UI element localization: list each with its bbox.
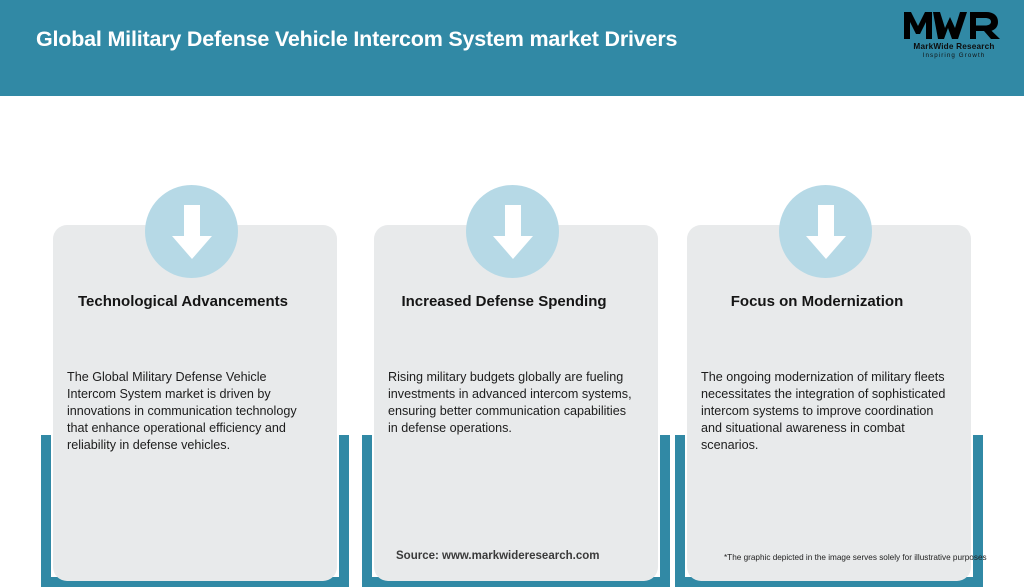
card-panel [374, 225, 658, 581]
page-header: Global Military Defense Vehicle Intercom… [0, 0, 1024, 96]
page-footer: Source: www.markwideresearch.com *The gr… [0, 541, 1024, 576]
card-body-text: The ongoing modernization of military fl… [701, 370, 946, 452]
mwr-logo-mark [902, 9, 1006, 41]
source-label: Source: www.markwideresearch.com [396, 550, 600, 562]
card-panel [53, 225, 337, 581]
page-title: Global Military Defense Vehicle Intercom… [36, 27, 678, 51]
drivers-card-row: Technological Advancements The Global Mi… [0, 96, 1024, 587]
disclaimer-note: *The graphic depicted in the image serve… [724, 553, 987, 562]
down-arrow-icon [466, 185, 559, 278]
driver-card[interactable]: Technological Advancements The Global Mi… [41, 141, 349, 587]
card-panel [687, 225, 971, 581]
logo-tagline: Inspiring Growth [922, 52, 986, 59]
card-body-text: Rising military budgets globally are fue… [388, 370, 632, 435]
down-arrow-icon [145, 185, 238, 278]
markwide-research-logo: MarkWide Research Inspiring Growth [902, 9, 1006, 67]
driver-card[interactable]: Increased Defense Spending Rising milita… [362, 141, 670, 587]
down-arrow-icon [779, 185, 872, 278]
card-body-text: The Global Military Defense Vehicle Inte… [67, 370, 297, 452]
card-title: Increased Defense Spending [401, 293, 607, 310]
driver-card[interactable]: Focus on Modernization The ongoing moder… [675, 141, 983, 587]
card-title: Focus on Modernization [730, 293, 904, 310]
logo-company-name: MarkWide Research [913, 42, 995, 51]
card-title: Technological Advancements [77, 293, 289, 310]
